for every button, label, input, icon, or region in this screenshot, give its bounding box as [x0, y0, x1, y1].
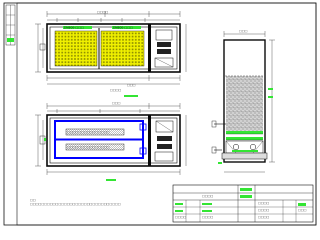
pipe-label-2: □□□□□□□□□□□□□□□	[67, 145, 110, 149]
section-view: □□□	[211, 29, 275, 173]
filter-grid-right	[100, 30, 145, 67]
title-block: □□□□ □□□□ □□□□ □□□□ □□□□ □□□□ □□□	[172, 184, 314, 223]
title-cell-2: □□□□	[258, 201, 270, 205]
svg-text:□□□: □□□	[112, 101, 121, 105]
title-cell-3: □□□□	[258, 208, 270, 212]
svg-text:□□□□: □□□□	[110, 88, 122, 92]
green-label-text-2: DN800-□□□	[113, 26, 133, 30]
note-text: □□□□□□□□□□□□□□□□□□□□□□□□□□□□□□□□	[30, 202, 121, 206]
aeration-pipes: □□□□□□□□□□□□□□□ □□□□□□□□□□□□□□□	[54, 120, 147, 159]
title-cell-5: □□□□	[202, 215, 214, 219]
svg-text:□□□: □□□	[127, 83, 136, 87]
cad-drawing-sheet: □□□□ □□□□ □□□ DN800-□□□ DN800-□□□	[3, 2, 317, 226]
green-label-1	[63, 26, 92, 29]
sheet-number: □□□	[298, 208, 307, 212]
title-cell-1: □□□□	[202, 194, 214, 198]
green-row-1	[226, 131, 263, 134]
green-row-2	[226, 137, 263, 140]
title-cell-6: □□□□	[175, 215, 187, 219]
filter-grid-left	[54, 30, 98, 67]
filter-media	[226, 76, 263, 131]
svg-text:□□: □□	[30, 198, 36, 202]
drawing-note: □□ □□□□□□□□□□□□□□□□□□□□□□□□□□□□□□□□	[30, 198, 121, 206]
green-label-2	[112, 26, 141, 29]
svg-text:□□□□: □□□□	[97, 10, 109, 14]
title-cell-4: □□□□	[258, 215, 270, 219]
svg-text:□□□: □□□	[239, 29, 248, 33]
green-label-text-1: DN800-□□□	[64, 26, 84, 30]
plan-bottom: □□□ □□□□□□□□□□□□□□□ □□□□□□□□□□□□□□□	[35, 95, 187, 181]
pipe-label-1: □□□□□□□□□□□□□□□	[67, 130, 110, 134]
plan-top: □□□□ □□□□ □□□ DN800-□□□ DN800-□□□	[35, 10, 187, 92]
sheet-frame	[3, 2, 317, 226]
